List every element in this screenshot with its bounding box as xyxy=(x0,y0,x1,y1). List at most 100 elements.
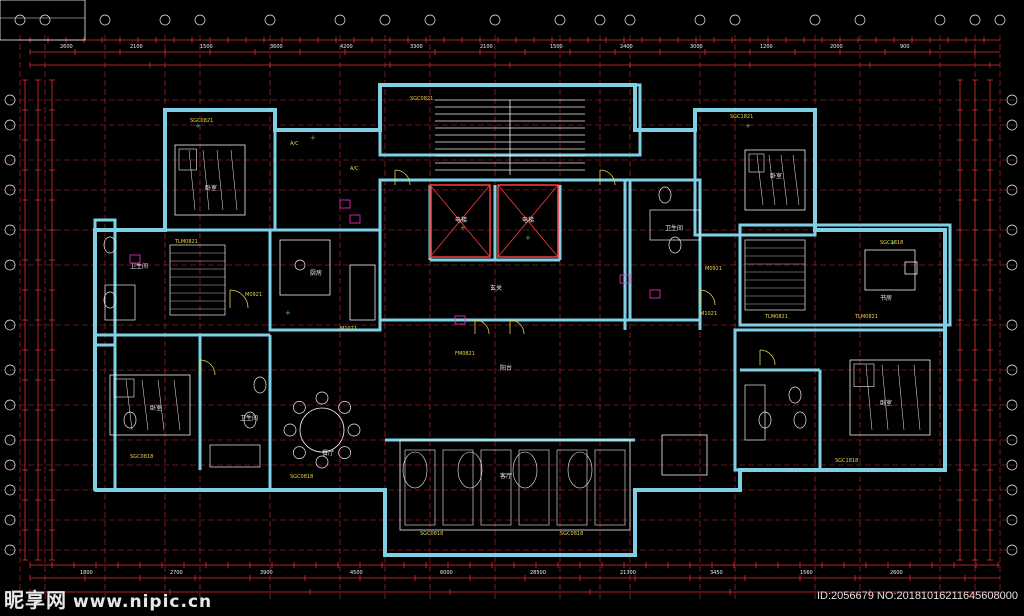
sofa-seat xyxy=(480,449,512,526)
wall xyxy=(738,223,952,327)
dimension-text: 4500 xyxy=(350,570,363,576)
level-mark: + xyxy=(310,134,316,142)
bed xyxy=(849,359,931,436)
electrical-symbol xyxy=(339,199,351,209)
dining-chair xyxy=(315,391,329,405)
bed-quilt-line xyxy=(897,364,905,431)
room-label: 电梯 xyxy=(455,216,467,224)
axis-bubble xyxy=(809,14,821,26)
wall xyxy=(378,178,632,322)
bed-quilt-line xyxy=(768,154,776,206)
axis-bubble xyxy=(934,14,946,26)
pillow xyxy=(748,153,765,173)
door-swing xyxy=(759,349,776,366)
toilet xyxy=(123,411,137,429)
level-mark: + xyxy=(460,224,466,232)
dimension-text: 2600 xyxy=(60,44,73,50)
bed-quilt-line xyxy=(865,364,873,431)
toilet xyxy=(103,291,117,309)
axis-bubble xyxy=(39,14,51,26)
bed-quilt-line xyxy=(125,379,133,431)
image-id-watermark: ID:2056679 NO:20181016211645608000 xyxy=(816,590,1018,602)
dimension-text: 2100 xyxy=(480,44,493,50)
kitchen-sink xyxy=(294,259,306,271)
level-mark: + xyxy=(525,234,531,242)
dimension-text: 6000 xyxy=(440,570,453,576)
axis-bubble xyxy=(1006,319,1018,331)
dimension-text: 3000 xyxy=(690,44,703,50)
bed-quilt-line xyxy=(780,154,788,206)
axis-bubble xyxy=(159,14,171,26)
bed-quilt-line xyxy=(157,379,165,431)
kitchen-counter xyxy=(349,264,376,321)
axis-bubble xyxy=(334,14,346,26)
bed-quilt-line xyxy=(173,379,181,431)
dining-chair xyxy=(315,455,329,469)
axis-bubble xyxy=(4,544,16,556)
dimension-text: 1200 xyxy=(760,44,773,50)
axis-bubble xyxy=(1006,364,1018,376)
bed-quilt-line xyxy=(230,149,238,211)
opening-tag: SGC1821 xyxy=(730,114,753,120)
closet xyxy=(169,244,226,316)
door-swing xyxy=(509,319,525,335)
sofa-seat xyxy=(518,449,550,526)
door-swing xyxy=(394,169,411,186)
axis-bubble xyxy=(694,14,706,26)
axis-bubble xyxy=(1006,484,1018,496)
axis-bubble xyxy=(1006,224,1018,236)
dimension-text: 1500 xyxy=(550,44,563,50)
wall xyxy=(623,178,702,322)
level-mark: + xyxy=(195,122,201,130)
axis-bubble xyxy=(4,364,16,376)
opening-tag: TLM0821 xyxy=(764,314,788,320)
dimension-text: 3300 xyxy=(410,44,423,50)
bed xyxy=(744,149,806,211)
opening-tag: M0921 xyxy=(705,266,722,272)
opening-tag: TLM0821 xyxy=(174,239,198,245)
dimension-text: 2100 xyxy=(130,44,143,50)
axis-bubble xyxy=(14,14,26,26)
axis-bubble xyxy=(854,14,866,26)
dimension-text: 1800 xyxy=(80,570,93,576)
dining-chair xyxy=(338,446,351,459)
axis-bubble xyxy=(1006,399,1018,411)
dimension-text: 900 xyxy=(900,44,910,50)
bed-quilt-line xyxy=(141,379,149,431)
sofa-seat xyxy=(404,449,436,526)
dimension-text: 21300 xyxy=(620,570,636,576)
dining-chair xyxy=(293,401,306,414)
title-box xyxy=(0,0,86,41)
electrical-symbol xyxy=(349,214,361,224)
opening-tag: SGC0821 xyxy=(190,118,213,124)
axis-bubble xyxy=(264,14,276,26)
dimension-text: 2000 xyxy=(830,44,843,50)
axis-bubble xyxy=(424,14,436,26)
bathtub xyxy=(744,384,766,441)
room-label: 阳台 xyxy=(500,364,512,372)
toilet xyxy=(788,386,802,404)
opening-tag: SGC0818 xyxy=(560,531,583,537)
sofa-seat xyxy=(556,449,588,526)
site-url: www.nipic.cn xyxy=(73,592,213,612)
opening-tag: A/C xyxy=(290,141,299,147)
axis-bubble xyxy=(1006,514,1018,526)
bathtub xyxy=(104,284,136,321)
bed-quilt-line xyxy=(202,149,210,211)
opening-tag: SGC1818 xyxy=(835,458,858,464)
pillow xyxy=(113,378,135,398)
dining-chair xyxy=(347,423,361,437)
room-label: 卫生间 xyxy=(665,224,683,232)
axis-bubble xyxy=(4,399,16,411)
dining-table xyxy=(299,407,345,453)
toilet xyxy=(793,411,807,429)
axis-bubble xyxy=(99,14,111,26)
bathtub xyxy=(649,209,701,241)
room-label: 电梯 xyxy=(522,216,534,224)
axis-bubble xyxy=(4,259,16,271)
dimension-text: 1500 xyxy=(200,44,213,50)
axis-bubble xyxy=(4,119,16,131)
toilet xyxy=(668,236,682,254)
room-label: 书房 xyxy=(880,294,892,302)
pillow xyxy=(853,363,875,387)
